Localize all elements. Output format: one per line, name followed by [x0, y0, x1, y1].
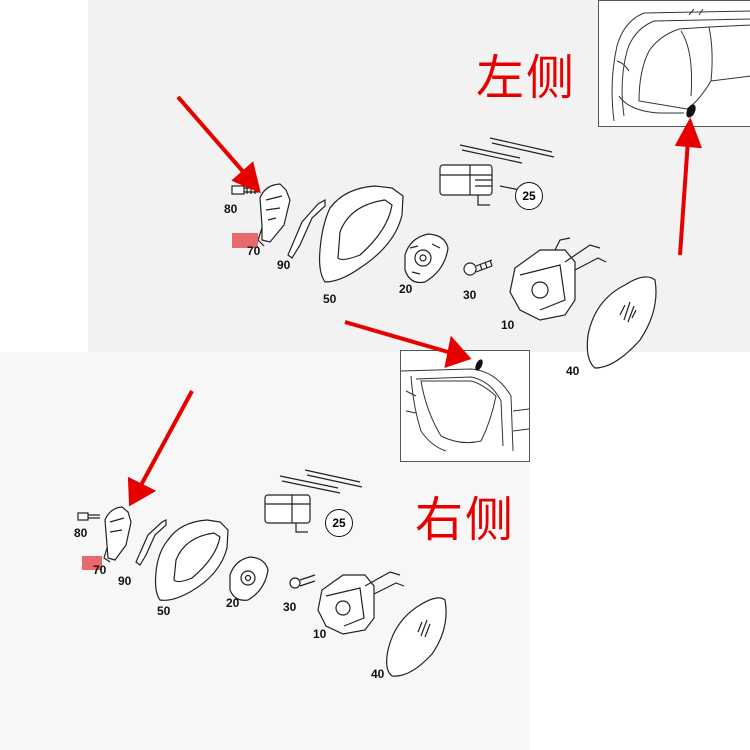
- part-number-50: 50: [323, 292, 337, 306]
- part-number-90: 90: [277, 258, 291, 272]
- part-number-90: 90: [118, 574, 132, 588]
- part-number-25: 25: [515, 182, 543, 210]
- bottom-exploded-view: [77, 469, 447, 677]
- motor-icon: [439, 137, 555, 206]
- part-70-highlight: [232, 233, 258, 248]
- part-number-70: 70: [247, 244, 261, 258]
- part-number-30: 30: [283, 600, 297, 614]
- car-outline-icon: [611, 8, 750, 122]
- motor-icon: [229, 556, 269, 601]
- part-number-20: 20: [399, 282, 413, 296]
- gasket-icon: [287, 198, 326, 259]
- blank-area: [530, 470, 750, 750]
- actuator-icon: [509, 237, 607, 321]
- part-number-70: 70: [93, 563, 107, 577]
- part-number-30: 30: [463, 288, 477, 302]
- bracket-icon: [257, 183, 291, 247]
- bracket-icon: [103, 506, 132, 563]
- mirror-glass-icon: [386, 597, 447, 677]
- screw-icon: [463, 259, 493, 276]
- part-number-40: 40: [566, 364, 580, 378]
- part-number-20: 20: [226, 596, 240, 610]
- arrow-icon: [127, 95, 702, 507]
- left-side-label: 左侧: [476, 50, 577, 106]
- part-number-10: 10: [313, 627, 327, 641]
- car-inset-right-side: [400, 350, 530, 462]
- mirror-housing-icon: [318, 185, 404, 283]
- actuator-icon: [317, 571, 405, 635]
- car-inset-left-side: [598, 0, 750, 127]
- part-number-80: 80: [74, 526, 88, 540]
- part-70-highlight: [82, 556, 102, 570]
- gasket-icon: [135, 519, 167, 566]
- right-side-label: 右侧: [415, 492, 516, 548]
- part-number-25: 25: [325, 509, 353, 537]
- screw-icon: [77, 512, 100, 521]
- top-exploded-view: [231, 137, 657, 369]
- part-number-80: 80: [224, 202, 238, 216]
- mirror-housing-icon: [154, 519, 229, 601]
- car-outline-icon: [401, 359, 529, 452]
- screw-icon: [289, 574, 316, 589]
- part-number-50: 50: [157, 604, 171, 618]
- part-number-10: 10: [501, 318, 515, 332]
- part-number-40: 40: [371, 667, 385, 681]
- mirror-glass-icon: [586, 276, 657, 369]
- motor-icon: [404, 233, 449, 284]
- motor-icon: [264, 469, 363, 533]
